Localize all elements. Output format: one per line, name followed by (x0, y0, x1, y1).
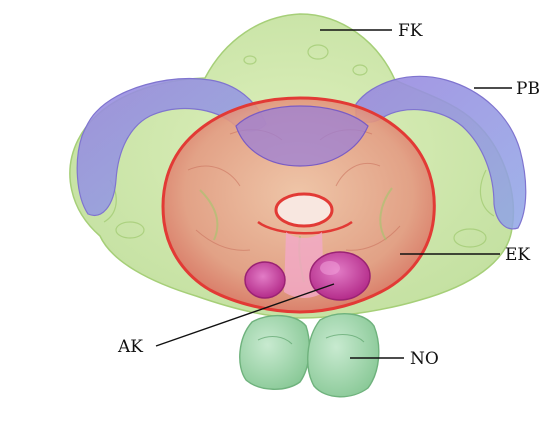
pb-label: PB (516, 79, 540, 99)
fk-label: FK (398, 21, 423, 41)
ek-central-opening (276, 194, 332, 226)
no-label: NO (410, 349, 439, 369)
ak-highlight (320, 261, 340, 275)
ak-left-structure (245, 262, 285, 298)
no-left-block (240, 316, 310, 390)
ek-label: EK (505, 245, 530, 265)
ak-right-structure (310, 252, 370, 300)
ak-label: AK (117, 337, 143, 357)
no-right-block (308, 314, 379, 397)
